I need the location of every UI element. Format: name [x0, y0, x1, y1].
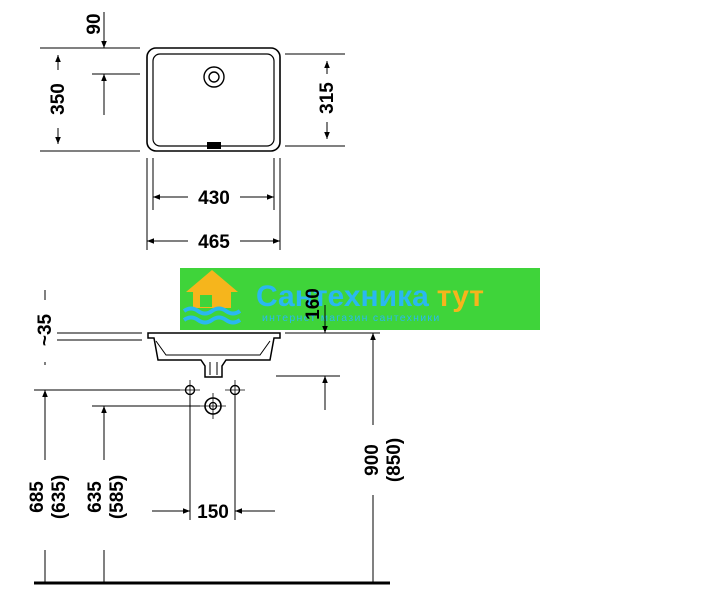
dim-850: (850): [384, 438, 405, 482]
dim-430: 430: [198, 188, 230, 209]
dim-635: 635: [85, 481, 106, 513]
dim-160: 160: [303, 288, 324, 320]
dim-150: 150: [197, 502, 229, 523]
dim-35: ~35: [35, 313, 56, 346]
tap-hole-inner: [208, 71, 220, 83]
house-waves-logo-icon: [182, 270, 242, 325]
dim-585: (585): [107, 475, 128, 519]
dim-350: 350: [48, 83, 69, 115]
dim-90: 90: [84, 13, 105, 34]
overflow-marker: [207, 142, 221, 149]
dim-685: 685: [27, 481, 48, 513]
dim-465: 465: [198, 232, 230, 253]
dim-315: 315: [317, 82, 338, 114]
tap-hole: [203, 66, 225, 88]
basin-outer-outline: [146, 47, 281, 152]
dim-900: 900: [362, 444, 383, 476]
top-view: [40, 12, 345, 250]
watermark-background: [180, 268, 540, 330]
dim-635-alt: (635): [49, 475, 70, 519]
watermark-subtitle: интернет магазин сантехники: [262, 312, 441, 324]
basin-profile: [147, 332, 281, 378]
basin-inner-outline: [152, 53, 275, 147]
